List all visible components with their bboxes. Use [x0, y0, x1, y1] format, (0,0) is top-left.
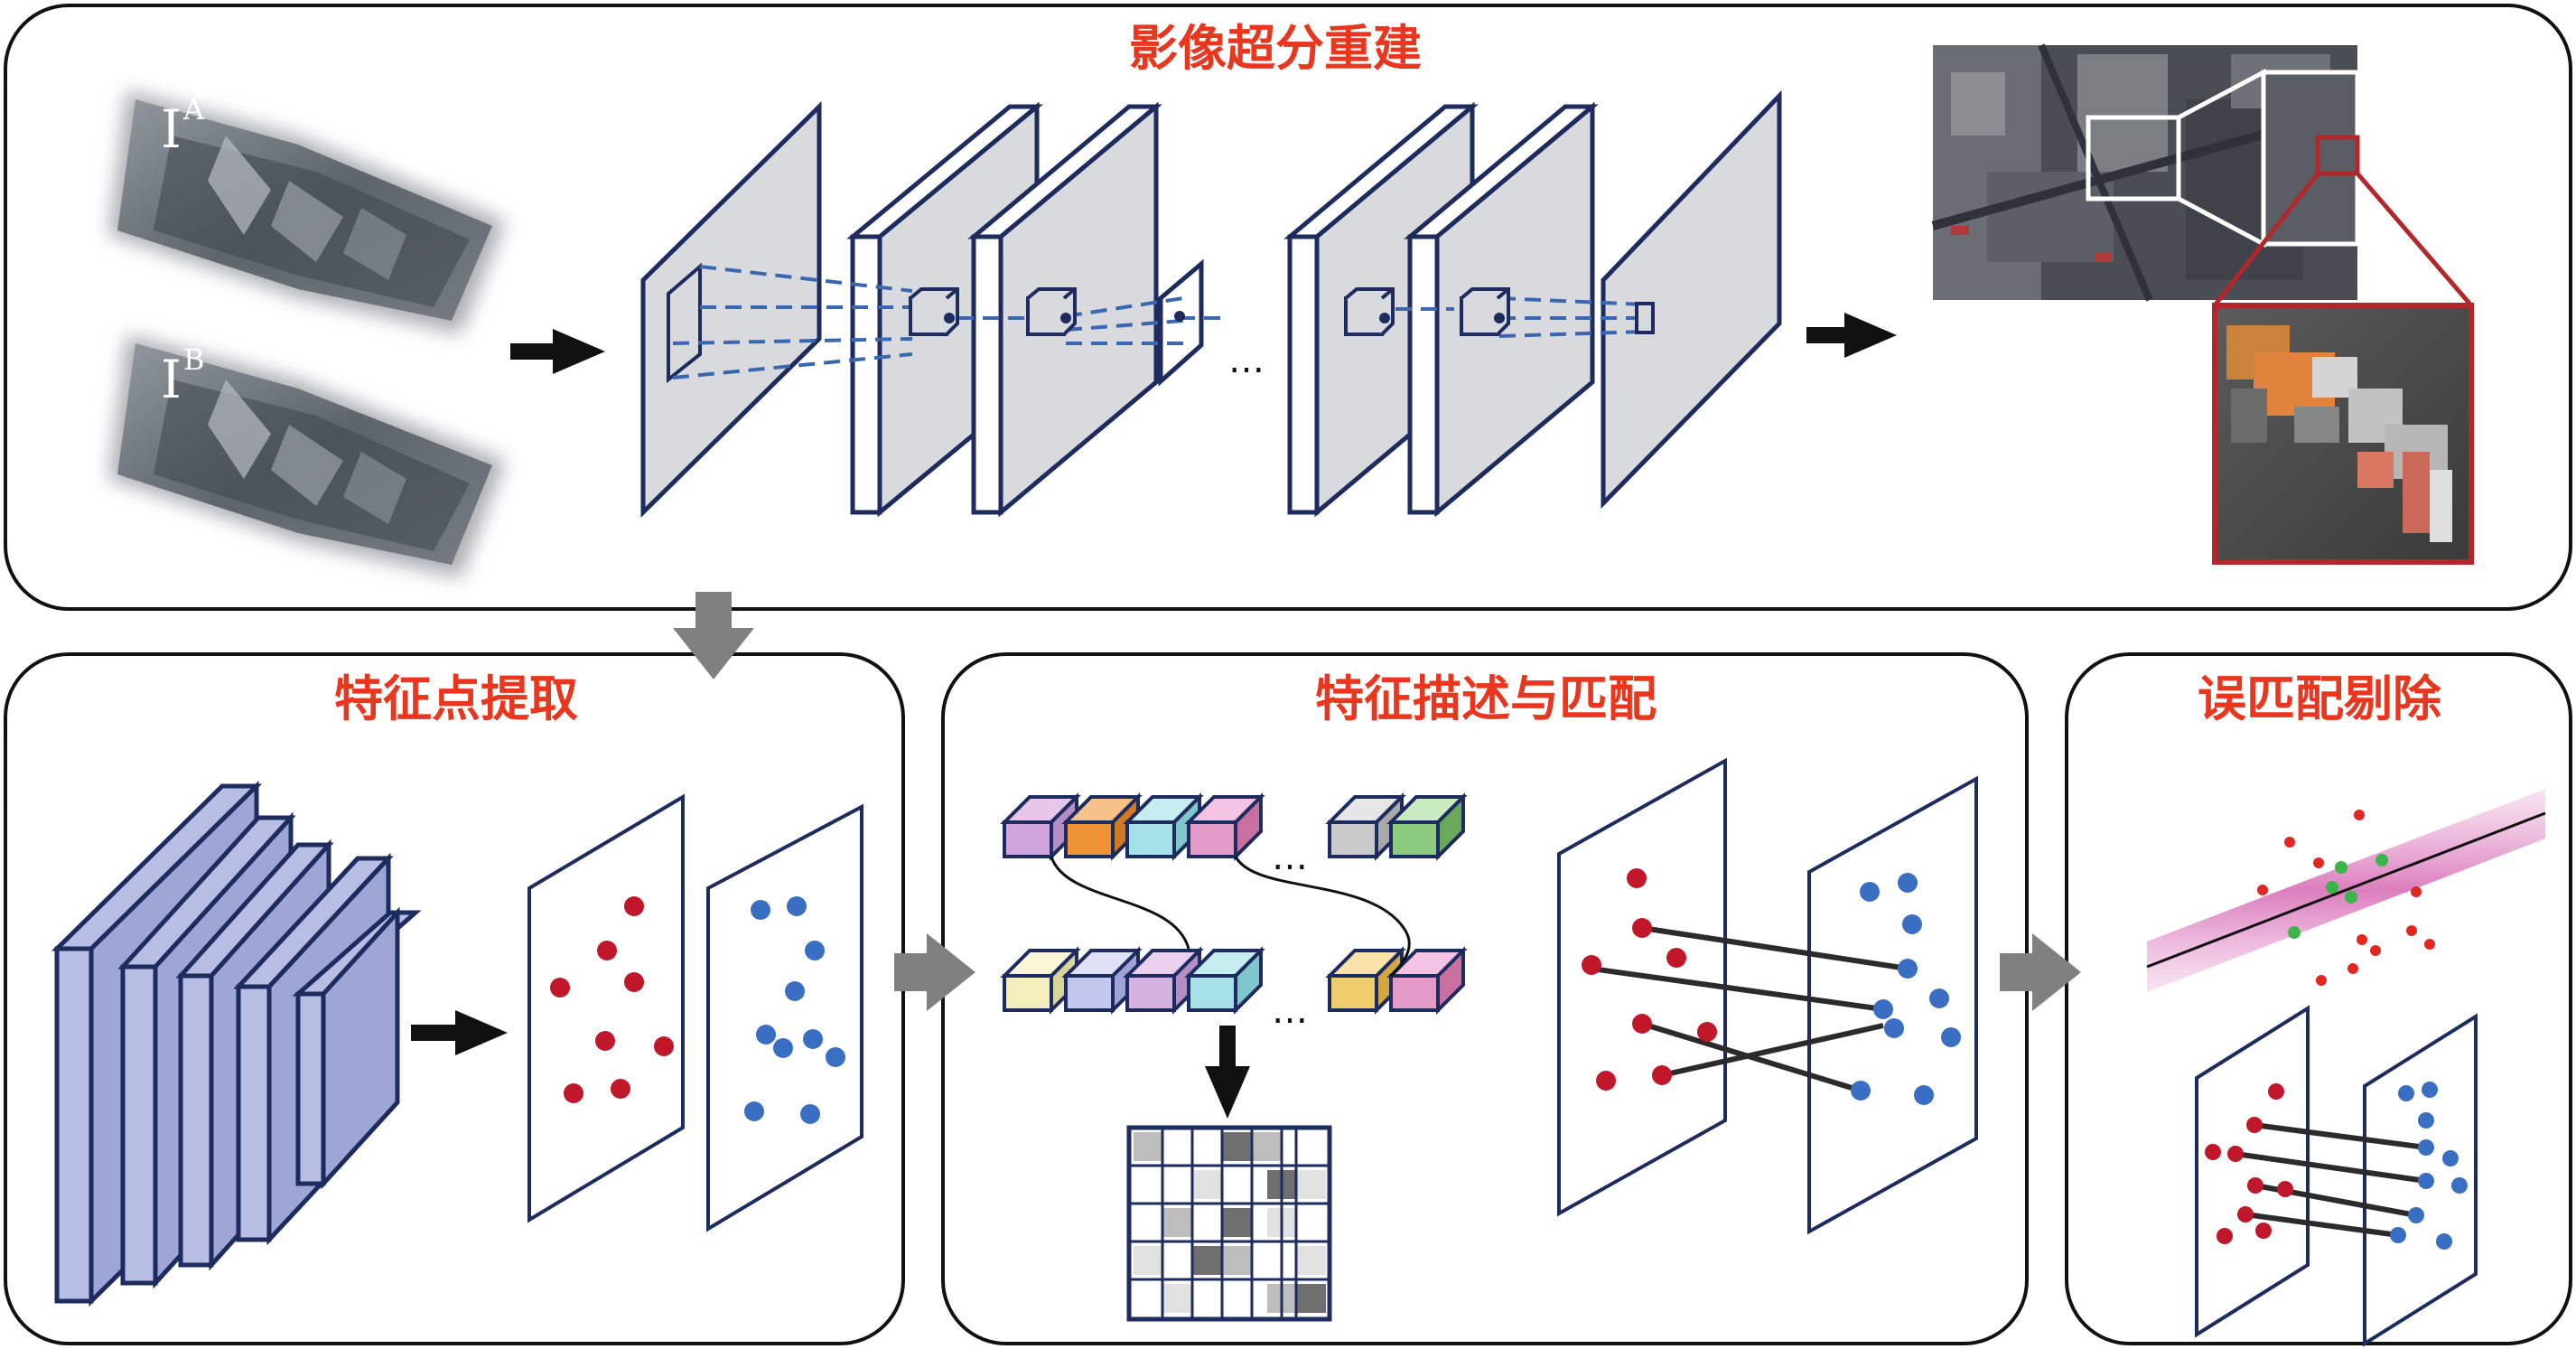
- keypoint-plane-a: [527, 793, 685, 1223]
- similarity-matrix: [1126, 1125, 1332, 1322]
- down-arrow-icon: [1205, 1026, 1250, 1119]
- panel-title-super-resolution: 影像超分重建: [1129, 20, 1422, 77]
- gray-flow-arrow-icon: [2000, 933, 2081, 1011]
- descriptor-blocks-row-2: [1000, 946, 1468, 1015]
- image-a-label: I: [161, 98, 182, 160]
- descriptor-blocks-row-1: [1000, 792, 1468, 861]
- panel-title-outlier-rejection: 误匹配剔除: [2198, 670, 2442, 727]
- right-arrow-icon: [411, 1010, 508, 1055]
- image-a-superscript: A: [182, 92, 205, 126]
- inlier-matching-planes: [2195, 1005, 2478, 1347]
- descriptor-ellipsis-bottom: …: [1272, 990, 1308, 1032]
- panel-title-feature-matching: 特征描述与匹配: [1315, 670, 1657, 727]
- input-image-a-stack: I A: [108, 90, 506, 334]
- panel-title-feature-extraction: 特征点提取: [334, 670, 578, 727]
- matching-planes: [1557, 757, 1978, 1235]
- gray-flow-arrow-icon: [894, 933, 975, 1011]
- descriptor-ellipsis-top: …: [1272, 837, 1308, 878]
- descriptor-correspondence-curves: [1050, 856, 1411, 978]
- zoomed-detail-patch: [2212, 303, 2474, 565]
- image-b-label: I: [161, 349, 182, 410]
- right-arrow-icon: [1806, 313, 1897, 358]
- down-arrow-icon: [673, 592, 754, 679]
- conv-connections: [667, 262, 1655, 384]
- image-b-superscript: B: [183, 342, 205, 377]
- keypoint-plane-b: [706, 803, 863, 1232]
- feature-plane: [1601, 89, 1782, 510]
- super-resolved-output-image: [1931, 43, 2473, 307]
- panel-frame-outlier-rejection: [2065, 652, 2572, 1345]
- cnn-ellipsis: …: [1228, 340, 1265, 381]
- input-image-b-stack: I B: [108, 334, 506, 578]
- ransac-model-fit: [2146, 789, 2546, 992]
- feature-stack: [51, 781, 422, 1307]
- right-arrow-icon: [510, 329, 605, 374]
- feature-plane: [640, 101, 822, 518]
- cnn-network: [640, 89, 1782, 518]
